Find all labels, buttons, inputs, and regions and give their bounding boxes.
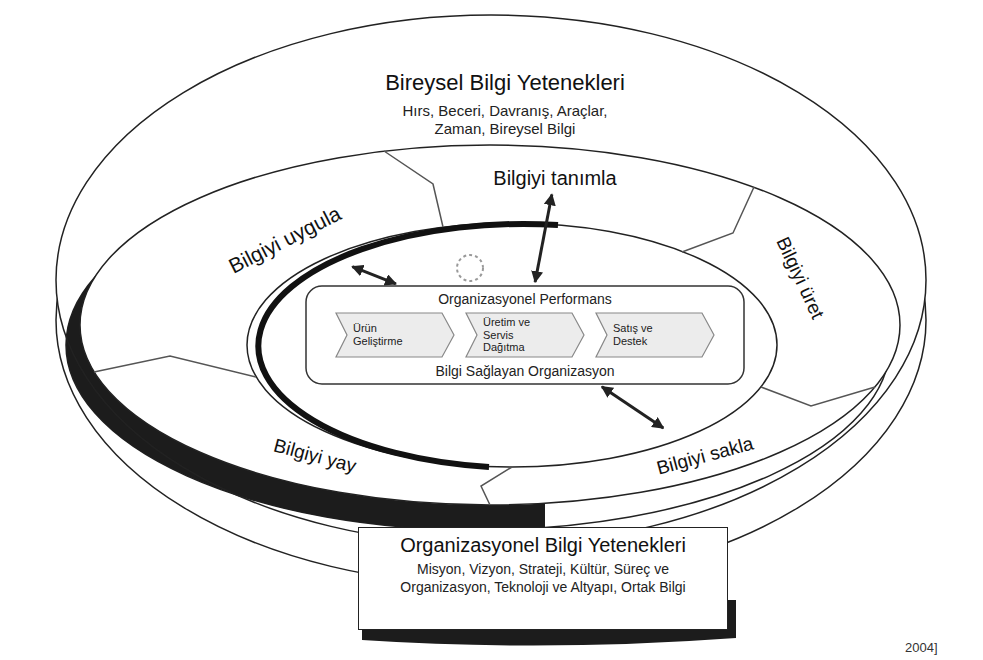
node-label: Satış ve Destek <box>613 322 679 347</box>
node-label: Bilgiyi yay <box>271 435 358 478</box>
segment-divider <box>384 151 443 227</box>
node-body: Misyon, Vizyon, Strateji, Kültür, Süreç … <box>393 561 693 596</box>
capabilities-box: Organizasyonel Bilgi YetenekleriMisyon, … <box>358 527 728 630</box>
cycle-icon <box>457 255 483 281</box>
process-chevron: Satış ve Destek <box>596 313 714 357</box>
cycle-step: Bilgiyi sakla <box>650 430 760 483</box>
ellipse-outline <box>56 15 926 545</box>
segment-divider <box>94 356 256 377</box>
panel-outline <box>306 286 744 384</box>
process-chevron: Üretim ve Servis Dağıtma <box>466 313 584 357</box>
source-note: 2004] <box>905 640 938 655</box>
node-heading: Organizasyonel Bilgi Yetenekleri <box>369 534 717 557</box>
node-heading: Bireysel Bilgi Yetenekleri <box>330 70 680 96</box>
node-body: Bilgi Sağlayan Organizasyon <box>436 363 615 379</box>
cycle-step: Bilgiyi yay <box>267 432 363 481</box>
double-arrow <box>535 194 552 282</box>
segment-divider <box>682 187 754 252</box>
node-label: Ürün Geliştirme <box>353 322 419 347</box>
process-chevron: Ürün Geliştirme <box>336 313 454 357</box>
chevron-shape <box>596 313 714 357</box>
ring-band <box>80 145 900 505</box>
outer-ellipse: Bireysel Bilgi YetenekleriHırs, Beceri, … <box>55 12 927 548</box>
ring-inner-edge <box>258 224 558 467</box>
double-arrow <box>352 267 396 284</box>
cycle-step: Bilgiyi tanımla <box>489 165 620 192</box>
performance-panel: Organizasyonel PerformansÜrün Geliştirme… <box>305 285 745 385</box>
node-body: Hırs, Beceri, Davranış, Araçlar, Zaman, … <box>380 102 630 138</box>
node-label: Bilgiyi sakla <box>654 433 756 480</box>
node-label: Bilgiyi uygula <box>225 201 345 278</box>
node-label: Üretim ve Servis Dağıtma <box>483 316 549 354</box>
node-label: Bilgiyi tanımla <box>493 167 616 190</box>
node-heading: Organizasyonel Performans <box>438 291 612 307</box>
cycle-step: Bilgiyi üret <box>768 229 832 327</box>
chevron-shape <box>466 313 584 357</box>
cycle-step: Bilgiyi uygula <box>220 198 349 282</box>
node-label: Bilgiyi üret <box>772 234 829 323</box>
segment-divider <box>481 467 512 505</box>
double-arrow <box>602 387 663 428</box>
disc-top <box>56 15 926 545</box>
segment-divider <box>761 387 875 406</box>
chevron-shape <box>336 313 454 357</box>
ring-hole <box>247 223 777 467</box>
